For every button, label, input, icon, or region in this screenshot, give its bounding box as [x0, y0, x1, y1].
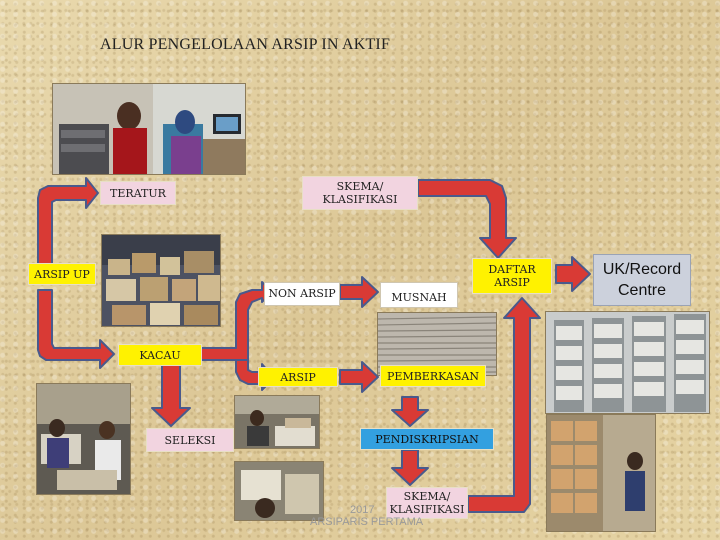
node-kacau: KACAU — [118, 344, 202, 366]
arrow-pemberkasan-to-pendiskripsian — [391, 396, 429, 427]
node-teratur: TERATUR — [100, 181, 176, 205]
records-centre-photo — [546, 414, 656, 532]
node-skema-klasifikasi-bottom: SKEMA/ KLASIFIKASI — [386, 487, 468, 519]
arrow-kacau-to-nonarsip — [199, 281, 273, 361]
footer-author: ARSIPARIS PERTAMA — [310, 516, 424, 528]
footer-year: 2017 — [350, 504, 375, 516]
page-title: ALUR PENGELOLAAN ARSIP IN AKTIF — [100, 36, 391, 53]
office-workers-photo — [52, 83, 246, 175]
node-musnah: MUSNAH — [380, 282, 458, 308]
arrow-arsip-to-pemberkasan — [339, 361, 379, 393]
node-daftar-arsip: DAFTAR ARSIP — [472, 258, 552, 294]
arrow-arsipup-to-teratur — [37, 177, 99, 273]
node-skema-klasifikasi-top: SKEMA/ KLASIFIKASI — [302, 176, 418, 210]
node-pendiskripsian: PENDISKRIPSIAN — [360, 428, 494, 450]
scheme-document-photo — [234, 461, 324, 521]
node-arsip-up: ARSIP UP — [28, 263, 96, 285]
filing-workers-photo — [234, 395, 320, 449]
sorting-workers-photo — [36, 383, 131, 495]
arrow-arsipup-to-kacau — [37, 289, 115, 369]
node-non-arsip: NON ARSIP — [264, 282, 340, 306]
arrow-nonarsip-to-musnah — [339, 276, 379, 308]
arrow-daftar-to-ukrc — [555, 256, 591, 292]
records-shelves-photo — [545, 311, 710, 414]
arrow-skema-to-daftar — [417, 179, 517, 259]
node-pemberkasan: PEMBERKASAN — [380, 365, 486, 387]
arrow-pendiskripsian-to-skema — [391, 449, 429, 486]
arrow-kacau-to-seleksi — [151, 359, 191, 427]
disorganized-archive-photo — [101, 234, 221, 327]
node-arsip: ARSIP — [258, 367, 338, 387]
node-seleksi: SELEKSI — [146, 428, 234, 452]
arrow-skema-to-daftar-return — [467, 297, 541, 513]
node-uk-record-centre: UK/Record Centre — [593, 254, 691, 306]
